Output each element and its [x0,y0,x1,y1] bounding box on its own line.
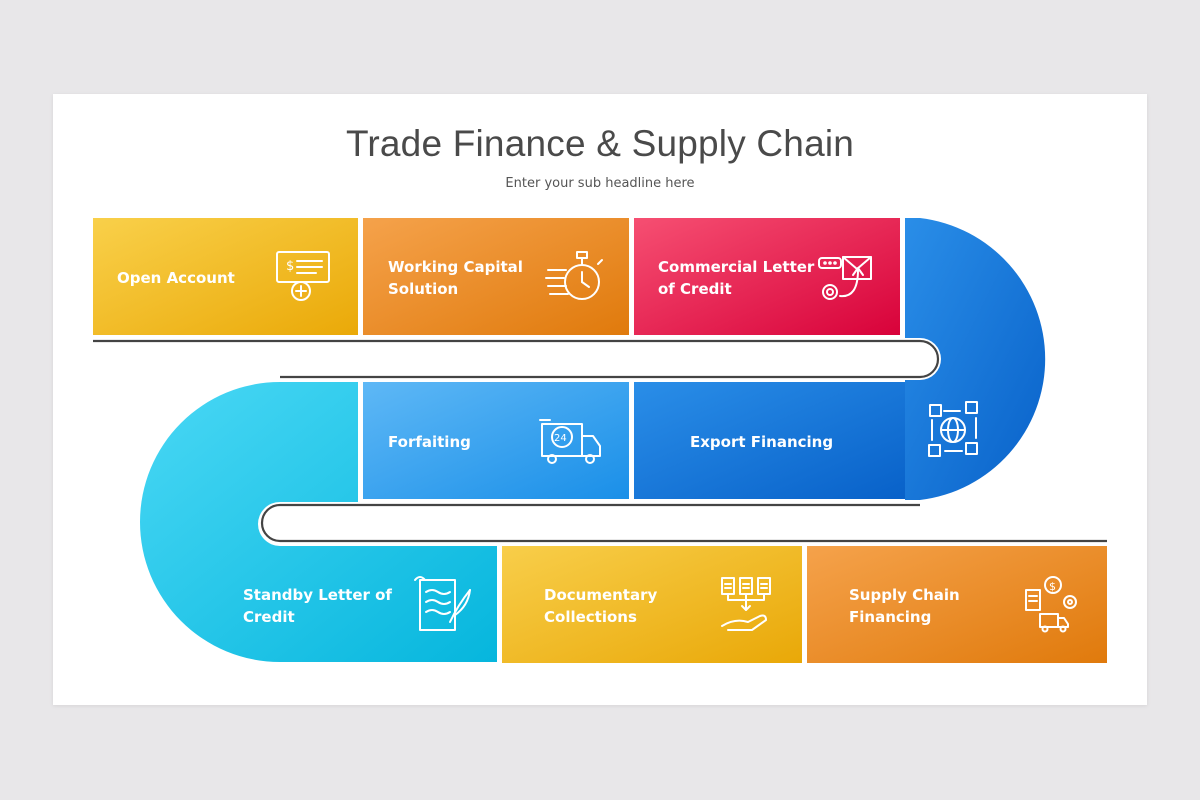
step-block-supply-chain [807,546,1107,663]
stopwatch-coins-icon [545,251,603,300]
step-block-forfaiting [363,382,629,499]
delivery-truck-24-icon: 24 [539,419,601,464]
page-subtitle: Enter your sub headline here [505,176,695,191]
step-label-standby-letter: Standby Letter of Credit [243,586,392,626]
step-label-supply-chain: Supply Chain Financing [849,586,960,626]
svg-text:$: $ [286,259,294,274]
step-label-forfaiting: Forfaiting [388,433,471,451]
documents-hand-icon [721,577,771,631]
track-line-bottom [260,503,1107,543]
step-block-working-capital [363,218,629,335]
email-at-icon [818,256,872,300]
step-block-documentary-collections [502,546,802,663]
step-curve-left [140,382,497,662]
step-label-export-financing: Export Financing [690,433,834,451]
step-label-open-account: Open Account [117,269,235,287]
step-label-commercial-letter: Commercial Letter of Credit [658,258,815,298]
svg-text:24: 24 [554,433,567,444]
step-label-documentary-collections: Documentary Collections [544,586,658,626]
step-block-commercial-letter [634,218,900,335]
svg-text:$: $ [1049,580,1056,593]
global-shipping-icon [928,401,978,457]
step-curve-right [905,218,1046,500]
page-title: Trade Finance & Supply Chain [345,123,855,164]
step-block-export-financing [634,382,905,499]
track-line-top [93,339,940,379]
supply-chain-icon: $ [1025,576,1077,633]
cheque-plus-icon: $ [276,251,330,301]
document-signing-icon [414,576,471,631]
step-block-open-account [93,218,358,335]
step-label-working-capital: Working Capital Solution [388,258,523,298]
